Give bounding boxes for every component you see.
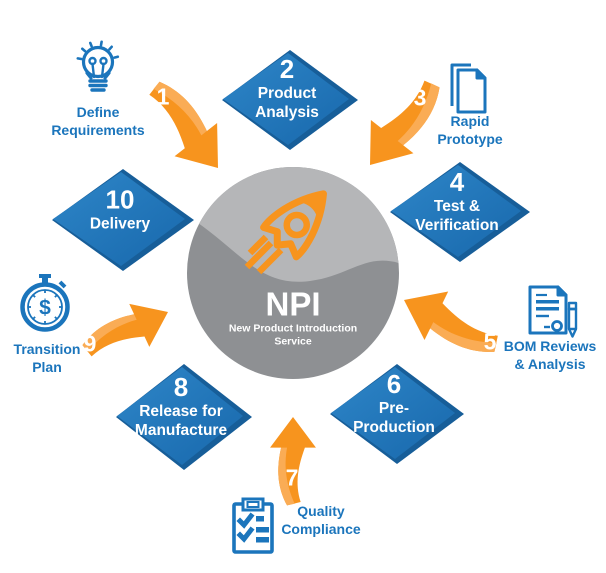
step-label-line: Analysis bbox=[255, 103, 319, 121]
center-acronym: NPI bbox=[265, 285, 321, 323]
step-label-line: Pre- bbox=[378, 400, 410, 418]
label-line: Quality bbox=[297, 503, 345, 519]
step-label-line: Production bbox=[353, 418, 435, 436]
step-number: 8 bbox=[173, 372, 189, 403]
label-rapid-prototype: Rapid Prototype bbox=[410, 112, 530, 148]
arrow-number-9: 9 bbox=[83, 330, 97, 357]
label-bom-reviews-analysis: BOM Reviews & Analysis bbox=[488, 337, 606, 373]
arrow-number-7: 7 bbox=[285, 464, 299, 491]
label-line: Transition bbox=[13, 341, 81, 357]
label-line: Define bbox=[76, 104, 120, 120]
center-circle bbox=[187, 167, 399, 379]
label-line: BOM Reviews bbox=[503, 338, 597, 354]
step-number: 2 bbox=[279, 54, 295, 85]
diamond-release-for-manufacture bbox=[116, 364, 252, 470]
rocket-speed-lines bbox=[244, 234, 284, 275]
arrow-step-7 bbox=[270, 417, 316, 506]
diamond-text-product-analysis: 2 Product Analysis bbox=[255, 54, 319, 123]
diamond-test-verification bbox=[390, 162, 530, 262]
diamond-text-delivery: 10 Delivery bbox=[89, 184, 151, 235]
stopwatch-dollar-icon: $ bbox=[20, 274, 70, 332]
circle-wave-highlight bbox=[187, 167, 399, 282]
diamond-product-analysis bbox=[222, 50, 358, 150]
lightbulb-rays bbox=[76, 40, 120, 61]
step-label-line: Verification bbox=[415, 216, 499, 234]
arrow-number-3: 3 bbox=[413, 84, 427, 111]
document-pen-icon bbox=[528, 285, 578, 338]
label-line: Rapid bbox=[450, 113, 490, 129]
step-label-line: Product bbox=[257, 85, 317, 103]
diamond-delivery bbox=[52, 169, 194, 271]
step-label-line: Delivery bbox=[89, 215, 151, 233]
label-line: Plan bbox=[32, 359, 62, 376]
diamond-pre-production bbox=[330, 364, 464, 464]
step-number: 4 bbox=[449, 167, 465, 198]
label-quality-compliance: Quality Compliance bbox=[259, 502, 383, 538]
diamond-text-test-verification: 4 Test & Verification bbox=[415, 167, 499, 236]
center-subtitle-line1: New Product Introduction bbox=[228, 322, 358, 335]
step-number: 10 bbox=[105, 184, 135, 215]
arrow-step-5 bbox=[404, 291, 498, 352]
label-line: & Analysis bbox=[514, 356, 586, 373]
label-line: Compliance bbox=[281, 521, 361, 538]
arrow-number-1: 1 bbox=[156, 83, 170, 110]
step-label-line: Manufacture bbox=[134, 421, 228, 439]
arrow-step-1 bbox=[149, 81, 218, 168]
rocket-icon bbox=[260, 190, 327, 261]
lightbulb-icon bbox=[76, 40, 120, 92]
label-transition-plan: Transition Plan bbox=[0, 340, 99, 376]
diamond-text-release-for-manufacture: 8 Release for Manufacture bbox=[134, 372, 228, 441]
center-text: NPI New Product Introduction Service bbox=[183, 285, 403, 349]
step-label-line: Release for bbox=[139, 403, 223, 421]
arrow-step-3 bbox=[370, 80, 440, 165]
step-number: 6 bbox=[386, 369, 402, 400]
step-label-line: Test & bbox=[433, 198, 481, 216]
arrow-step-9 bbox=[82, 303, 168, 357]
center-subtitle-line2: Service bbox=[274, 335, 312, 348]
clipboard-checklist-icon bbox=[232, 497, 274, 554]
dollar-glyph: $ bbox=[39, 297, 51, 320]
label-line: Requirements bbox=[51, 122, 145, 139]
pen-part bbox=[567, 301, 578, 338]
label-define-requirements: Define Requirements bbox=[38, 103, 158, 139]
label-line: Prototype bbox=[437, 131, 503, 148]
arrow-number-5: 5 bbox=[483, 328, 497, 355]
documents-icon bbox=[450, 63, 487, 114]
stopwatch-ticks bbox=[28, 290, 62, 324]
diamond-text-pre-production: 6 Pre- Production bbox=[353, 369, 435, 438]
